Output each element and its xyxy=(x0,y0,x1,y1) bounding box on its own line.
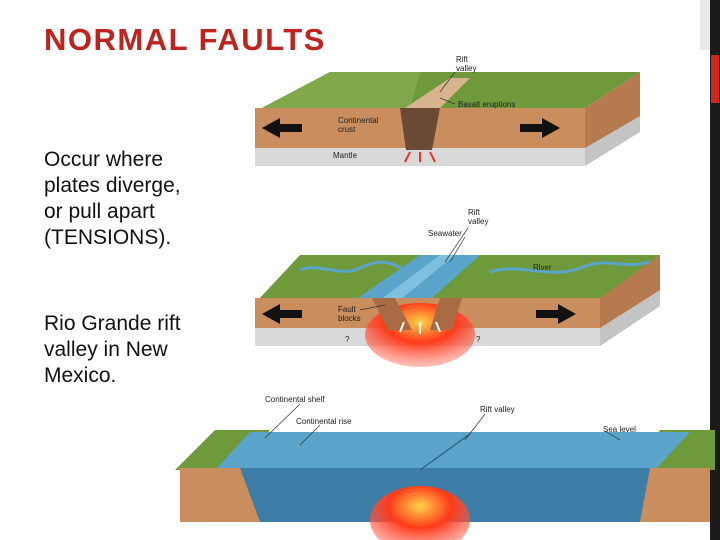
label-continental-shelf: Continental shelf xyxy=(265,395,325,404)
label-continental-rise: Continental rise xyxy=(296,417,352,426)
label-seawater: Seawater xyxy=(428,229,462,238)
label-basalt-eruptions: Basalt eruptions xyxy=(458,100,515,109)
panel-continental-rifting xyxy=(255,71,640,166)
bullet-text-2: Rio Grande rift valley in New Mexico. xyxy=(44,312,181,387)
panel-ocean-basin xyxy=(175,403,715,540)
bullet-text-1: Occur where plates diverge, or pull apar… xyxy=(44,148,181,249)
label-sea-level: Sea level xyxy=(603,425,636,434)
label-rift-valley-3: Rift valley xyxy=(480,405,515,414)
label-mantle: Mantle xyxy=(333,151,358,160)
corner-accent-dark xyxy=(710,0,720,540)
slide-title: NORMAL FAULTS xyxy=(44,22,326,57)
label-river: River xyxy=(533,263,552,272)
corner-accent-red xyxy=(711,55,719,103)
panel-rift-valley xyxy=(255,227,660,367)
label-question-1: ? xyxy=(345,335,350,344)
corner-accent-light xyxy=(700,0,710,50)
label-question-2: ? xyxy=(476,335,481,344)
